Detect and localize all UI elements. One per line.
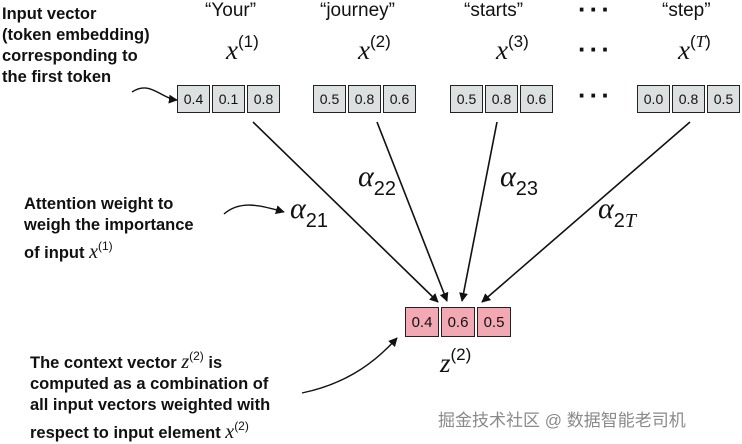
pointer-input-note (131, 87, 178, 104)
vector-cell: 0.6 (383, 85, 416, 113)
arrow-xT-to-z2 (481, 121, 691, 303)
ellipsis-words: ··· (578, 0, 613, 24)
vector-cell: 0.8 (247, 85, 280, 113)
pointer-attention-note (223, 204, 285, 215)
vector-cell: 0.5 (313, 85, 346, 113)
vector-cell: 0.1 (212, 85, 245, 113)
arrow-x2-to-z2 (376, 121, 449, 302)
input-label-3: x(3) (496, 32, 529, 65)
input-vector-2: 0.5 0.8 0.6 (313, 85, 416, 113)
vector-cell: 0.5 (477, 307, 511, 337)
input-label-T: x(T) (678, 32, 711, 65)
ellipsis-labels: ··· (578, 34, 613, 64)
weight-alpha-2T: α2T (598, 192, 636, 232)
input-vector-1: 0.4 0.1 0.8 (177, 85, 280, 113)
weight-alpha-21: α21 (290, 192, 328, 232)
input-vector-T: 0.0 0.8 0.5 (637, 85, 740, 113)
context-label: z(2) (440, 345, 472, 378)
vector-cell: 0.8 (348, 85, 381, 113)
token-word-1: “Your” (205, 0, 257, 21)
input-vector-3: 0.5 0.8 0.6 (450, 85, 553, 113)
vector-cell: 0.6 (441, 307, 475, 337)
context-vector: 0.4 0.6 0.5 (405, 307, 511, 337)
context-vector-note: The context vector z(2) is computed as a… (30, 349, 271, 443)
input-vector-note: Input vector (token embedding) correspon… (2, 5, 150, 86)
token-word-3: “starts” (464, 0, 524, 21)
vector-cell: 0.6 (520, 85, 553, 113)
vector-cell: 0.8 (672, 85, 705, 113)
token-word-2: “journey” (320, 0, 395, 21)
vector-cell: 0.5 (450, 85, 483, 113)
vector-cell: 0.4 (405, 307, 439, 337)
arrow-x3-to-z2 (459, 121, 498, 302)
token-word-T: “step” (662, 0, 711, 21)
input-label-2: x(2) (358, 32, 391, 65)
vector-cell: 0.0 (637, 85, 670, 113)
ellipsis-vectors: ··· (578, 80, 613, 110)
attention-weight-note: Attention weight to weigh the importance… (24, 195, 194, 263)
weight-alpha-23: α23 (500, 160, 538, 200)
watermark-text: 掘金技术社区 @ 数据智能老司机 (438, 411, 686, 430)
vector-cell: 0.4 (177, 85, 210, 113)
vector-cell: 0.5 (707, 85, 740, 113)
arrow-x1-to-z2 (252, 121, 439, 303)
weight-alpha-22: α22 (358, 160, 396, 200)
pointer-context-note (301, 337, 398, 394)
input-label-1: x(1) (226, 32, 259, 65)
vector-cell: 0.8 (485, 85, 518, 113)
